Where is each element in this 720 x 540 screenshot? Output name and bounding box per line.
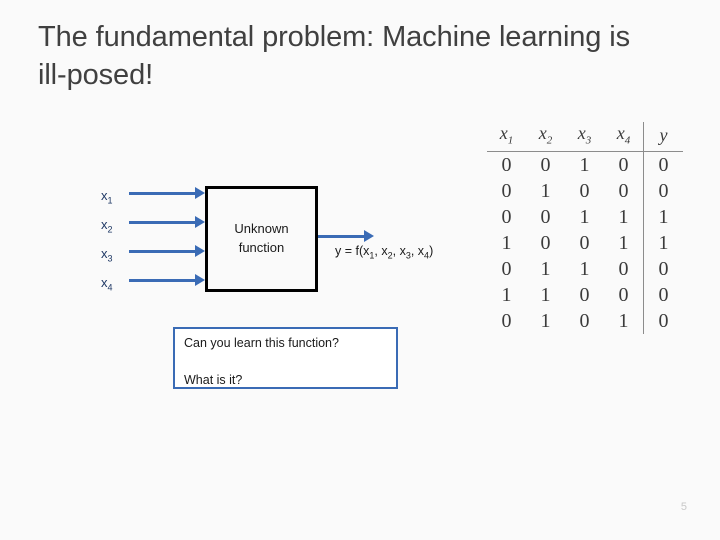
input-label-x1-sub: 1	[107, 195, 113, 206]
output-formula-suffix: )	[429, 244, 434, 258]
input-label-x4-sub: 4	[107, 282, 113, 293]
input-arrow-x3-head	[195, 245, 205, 257]
input-arrow-x2-head	[195, 216, 205, 228]
table-cell-x4: 1	[618, 309, 629, 332]
table-cell-y: 0	[643, 256, 683, 282]
input-arrow-x1	[129, 186, 205, 200]
table-cell-x2: 0	[540, 153, 551, 176]
output-formula-sub1: 1	[369, 250, 375, 261]
input-arrow-x3-shaft	[129, 250, 195, 253]
output-formula-sub4: 4	[424, 250, 430, 261]
table-cell-x2: 1	[540, 179, 551, 202]
truth-table-header-row: x1 x2 x3 x4 y	[487, 122, 683, 152]
input-arrow-x4	[129, 273, 205, 287]
question-callout-box: Can you learn this function? What is it?	[173, 327, 398, 389]
input-label-x3-sub: 3	[107, 253, 113, 264]
table-cell-x2: 1	[540, 283, 551, 306]
input-arrow-x4-shaft	[129, 279, 195, 282]
input-arrow-x4-head	[195, 274, 205, 286]
column-header-x4-sub: 4	[624, 134, 631, 147]
table-cell-x1: 0	[501, 257, 512, 280]
table-cell-y: 0	[643, 282, 683, 308]
output-formula-c1: , x	[374, 244, 388, 258]
output-formula-sub2: 2	[387, 250, 393, 261]
input-label-x3: x3	[101, 246, 113, 264]
output-arrow-head	[364, 230, 374, 242]
page-number: 5	[680, 501, 687, 513]
unknown-function-line2: function	[238, 240, 285, 255]
unknown-function-box: Unknown function	[205, 186, 318, 292]
input-arrow-x1-shaft	[129, 192, 195, 195]
table-cell-x3: 1	[579, 205, 590, 228]
column-header-x1-sub: 1	[507, 134, 514, 147]
table-cell-x2: 1	[540, 257, 551, 280]
column-header-x3: x3	[565, 122, 604, 152]
table-cell-y: 1	[643, 230, 683, 256]
output-formula-c2: , x	[392, 244, 406, 258]
table-cell-x3: 0	[579, 179, 590, 202]
input-arrow-x2-shaft	[129, 221, 195, 224]
unknown-function-line1: Unknown	[234, 221, 289, 237]
input-label-x4: x4	[101, 275, 113, 293]
input-label-x2-sub: 2	[107, 224, 113, 235]
column-header-y: y	[643, 122, 683, 152]
output-formula: y = f(x1, x2, x3, x4)	[335, 244, 433, 261]
table-cell-y: 0	[643, 308, 683, 334]
column-header-x2: x2	[526, 122, 565, 152]
table-cell-x1: 0	[501, 309, 512, 332]
input-arrow-x2	[129, 215, 205, 229]
output-formula-prefix: y = f(x	[335, 244, 370, 258]
input-label-x2: x2	[101, 217, 113, 235]
table-cell-y: 0	[643, 178, 683, 204]
table-cell-x1: 1	[501, 231, 512, 254]
callout-line-2: What is it?	[184, 373, 243, 387]
table-cell-y: 0	[643, 151, 683, 178]
table-cell-x1: 0	[501, 153, 512, 176]
column-header-x1: x1	[487, 122, 526, 152]
column-header-x3-sub: 3	[585, 134, 592, 147]
table-cell-x4: 0	[618, 257, 629, 280]
column-header-x2-sub: 2	[546, 134, 553, 147]
table-cell-x2: 1	[540, 309, 551, 332]
table-cell-x3: 0	[579, 309, 590, 332]
table-cell-x3: 0	[579, 231, 590, 254]
table-cell-x1: 0	[501, 205, 512, 228]
callout-line-1: Can you learn this function?	[184, 336, 339, 350]
column-header-x4: x4	[604, 122, 644, 152]
table-cell-x3: 1	[579, 153, 590, 176]
table-cell-y: 1	[643, 204, 683, 230]
table-cell-x3: 0	[579, 283, 590, 306]
table-cell-x3: 1	[579, 257, 590, 280]
truth-table-head: x1 x2 x3 x4 y	[487, 122, 683, 152]
output-formula-c3: , x	[410, 244, 425, 258]
input-arrow-x1-head	[195, 187, 205, 199]
unknown-function-box-text: Unknown function	[234, 220, 288, 258]
output-formula-sub3: 3	[405, 250, 411, 261]
table-cell-x2: 0	[540, 205, 551, 228]
page-title: The fundamental problem: Machine learnin…	[38, 21, 631, 92]
table-cell-x4: 1	[618, 205, 629, 228]
table-cell-x2: 0	[540, 231, 551, 254]
table-cell-x4: 0	[618, 179, 629, 202]
table-cell-x4: 0	[618, 153, 629, 176]
output-arrow-shaft	[318, 235, 364, 238]
input-arrow-x3	[129, 244, 205, 258]
table-cell-x4: 1	[618, 231, 629, 254]
input-label-x1: x1	[101, 188, 113, 206]
table-cell-x1: 1	[501, 283, 512, 306]
table-cell-x1: 0	[501, 179, 512, 202]
output-arrow	[318, 229, 374, 243]
table-cell-x4: 0	[618, 283, 629, 306]
